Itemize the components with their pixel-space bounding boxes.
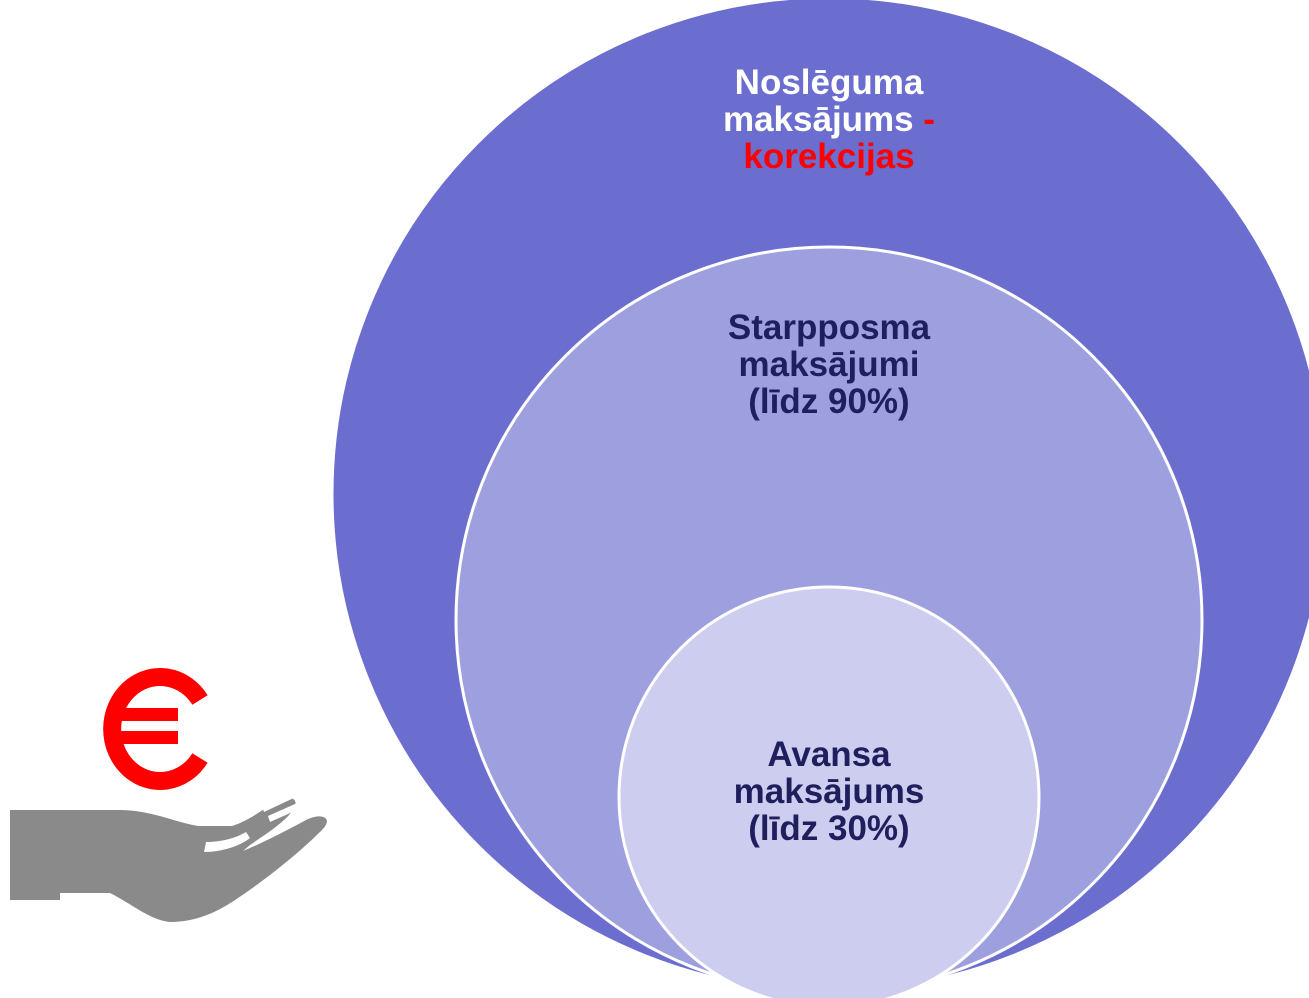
outer-label-line3: korekcijas xyxy=(743,137,915,176)
inner-circle-label: Avansa maksājums (līdz 30%) xyxy=(664,736,994,847)
outer-circle-label: Noslēguma maksājums - korekcijas xyxy=(664,64,994,175)
middle-label-line2: maksājumi xyxy=(738,345,920,384)
outer-label-line1: Noslēguma xyxy=(734,63,924,102)
inner-label-line2: maksājums xyxy=(733,772,925,811)
open-hand-icon xyxy=(10,790,327,922)
outer-label-dash: - xyxy=(923,100,936,139)
inner-circle xyxy=(617,585,1041,998)
euro-icon xyxy=(103,668,208,790)
middle-label-line3: (līdz 90%) xyxy=(748,382,910,421)
inner-label-line1: Avansa xyxy=(767,735,891,774)
middle-label-line1: Starpposma xyxy=(727,308,931,347)
middle-circle-label: Starpposma maksājumi (līdz 90%) xyxy=(664,309,994,420)
outer-label-line2: maksājums - xyxy=(722,100,936,139)
inner-label-line3: (līdz 30%) xyxy=(748,809,910,848)
